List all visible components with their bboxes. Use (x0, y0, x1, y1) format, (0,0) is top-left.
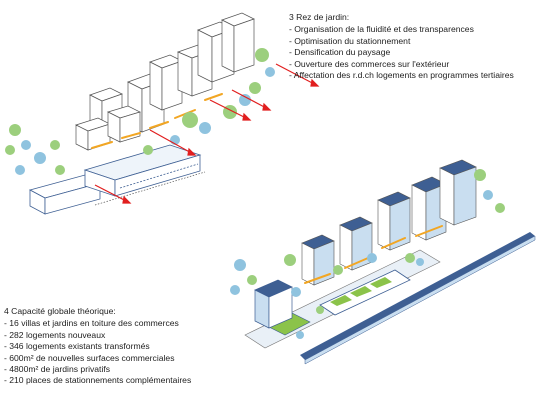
note-item: - Organisation de la fluidité et des tra… (289, 24, 474, 35)
ground-floor-strips-bottom (304, 225, 443, 284)
trees-bottom (230, 169, 505, 339)
note-title: 4 Capacité globale théorique: (4, 306, 116, 316)
note-item: - Affectation des r.d.ch logements en pr… (289, 70, 514, 81)
note-item: - Ouverture des commerces sur l'extérieu… (289, 58, 450, 69)
trees-top (5, 48, 275, 175)
note-item: - Optimisation du stationnement (289, 35, 411, 46)
step4-axonometric (230, 159, 536, 365)
commercial-block-bottom (254, 279, 293, 329)
note-title: 3 Rez de jardin: (289, 12, 350, 22)
roof-gardens (264, 269, 411, 336)
note-item: - 16 villas et jardins en toiture des co… (4, 318, 179, 329)
note-item: - 346 logements existants transformés (4, 341, 150, 352)
note-item: - 282 logements nouveaux (4, 329, 106, 340)
existing-towers-top (75, 12, 255, 151)
step3-axonometric (5, 12, 320, 215)
note-item: - 4800m² de jardins privatifs (4, 364, 111, 375)
note-item: - Densification du paysage (289, 47, 391, 58)
capacite-globale-note: 4 Capacité globale théorique: - 16 villa… (4, 306, 191, 387)
rez-de-jardin-note: 3 Rez de jardin: - Organisation de la fl… (289, 12, 514, 81)
rail-line (300, 232, 536, 365)
note-item: - 600m² de nouvelles surfaces commercial… (4, 352, 175, 363)
commercial-block-top (28, 144, 202, 215)
ground-floor-strips-top (91, 93, 223, 149)
note-item: - 210 places de stationnements complémen… (4, 375, 192, 386)
flow-arrows-top (94, 63, 320, 204)
